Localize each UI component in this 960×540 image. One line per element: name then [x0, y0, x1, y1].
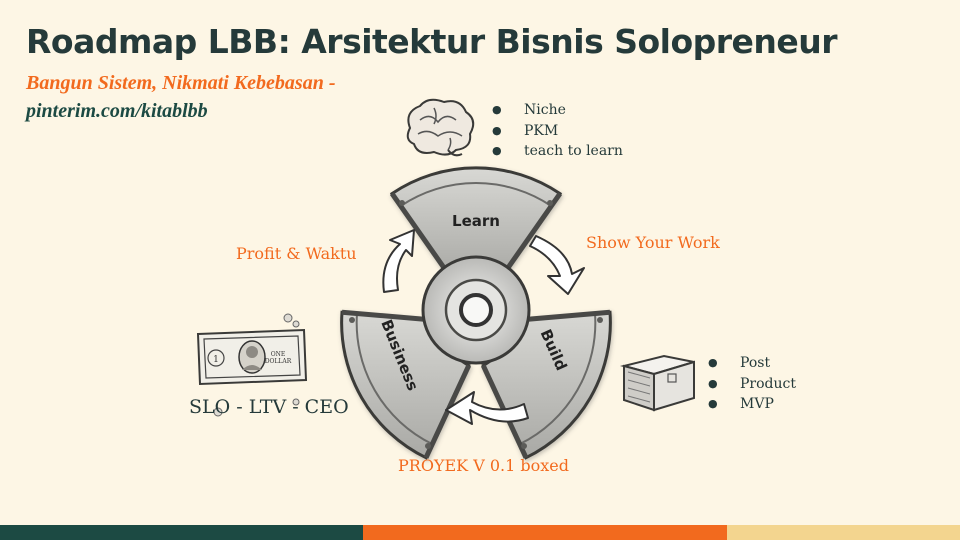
box-icon [620, 354, 695, 412]
dollar-bill-icon: 1 ONE DOLLAR [196, 313, 308, 417]
list-item: ●PKM [492, 122, 559, 139]
list-item: ●Product [708, 375, 796, 392]
subtitle-link: pinterim.com/kitablbb [26, 100, 208, 122]
arrow-build-to-business [445, 391, 529, 425]
arrow-business-to-learn [382, 229, 415, 293]
subtitle-tagline: Bangun Sistem, Nikmati Kebebasan - [26, 72, 336, 94]
slide-title: Roadmap LBB: Arsitektur Bisnis Soloprene… [26, 22, 838, 61]
label-show-your-work: Show Your Work [586, 233, 720, 252]
footer-bar-orange [363, 525, 727, 540]
footer-bar-sand [727, 525, 960, 540]
svg-text:ONE: ONE [271, 351, 286, 358]
arrow-learn-to-build [529, 235, 585, 295]
list-item: ●Niche [492, 102, 566, 118]
label-profit-waktu: Profit & Waktu [236, 244, 357, 263]
build-points-list: ●Post ●Product ●MVP [708, 353, 796, 415]
slide-subtitle: Bangun Sistem, Nikmati Kebebasan - pinte… [26, 69, 336, 125]
learn-points-list: ●Niche ●PKM ●teach to learn [492, 100, 623, 162]
list-item: ●teach to learn [492, 143, 623, 159]
label-proyek: PROYEK V 0.1 boxed [398, 456, 569, 475]
brain-icon [406, 98, 475, 157]
rivets [349, 200, 603, 449]
footer-bar-teal [0, 525, 363, 540]
list-item: ●Post [708, 355, 771, 371]
list-item: ●MVP [708, 396, 774, 412]
svg-text:DOLLAR: DOLLAR [265, 358, 292, 365]
learn-label: Learn [452, 212, 500, 230]
business-metrics: SLO - LTV - CEO [189, 396, 349, 418]
svg-text:1: 1 [213, 355, 219, 365]
center-hub [421, 255, 531, 365]
